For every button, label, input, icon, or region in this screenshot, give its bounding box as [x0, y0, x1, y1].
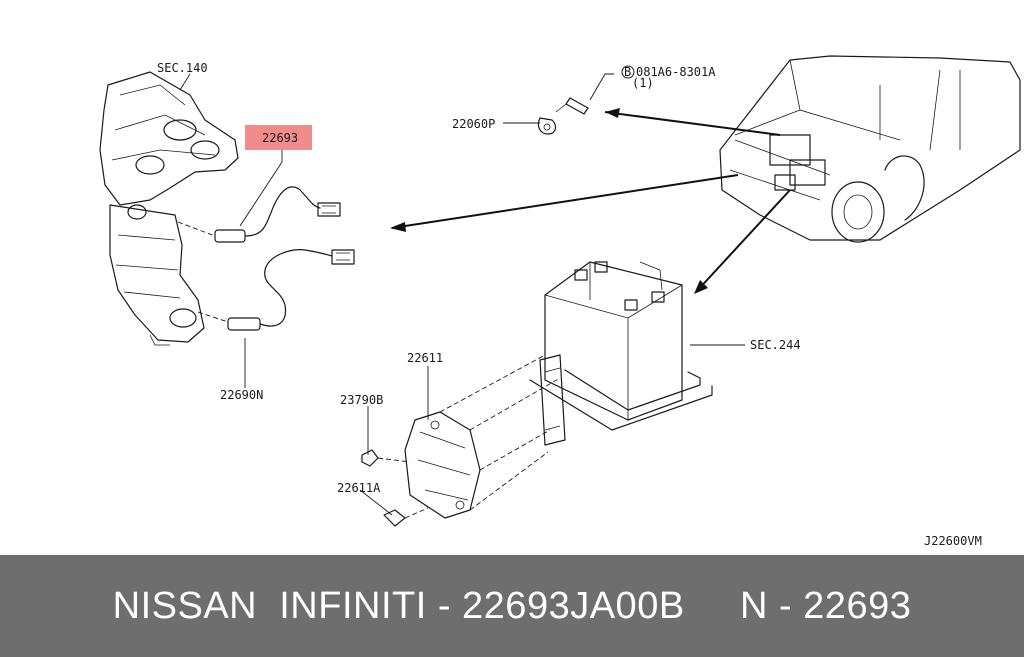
label-part-23790b: 23790B	[340, 393, 383, 407]
vehicle-drawing	[719, 55, 1021, 243]
footer-part-number: NISSAN INFINITI - 22693JA00B N - 22693	[112, 584, 912, 627]
label-bolt-qty: (1)	[632, 76, 654, 90]
label-part-22690n: 22690N	[220, 388, 263, 402]
bolt-ref-circle	[621, 65, 635, 79]
oxygen-sensor-upper	[177, 186, 341, 243]
label-bolt-ref-circle: B	[624, 65, 631, 79]
label-sec244: SEC.244	[750, 338, 801, 352]
label-part-22693: 22693	[262, 131, 298, 145]
pointer-arrows	[390, 108, 791, 294]
bolt-clamp-drawing	[537, 97, 589, 135]
label-bolt-ref: 081A6-8301A	[636, 65, 716, 79]
ecm-drawing	[361, 354, 566, 527]
label-part-22611: 22611	[407, 351, 443, 365]
exhaust-manifold-drawing	[99, 71, 239, 346]
diagram-id: J22600VM	[924, 534, 982, 548]
label-sec140: SEC.140	[157, 61, 208, 75]
part-highlight	[245, 125, 312, 150]
label-part-22611a: 22611A	[337, 481, 381, 495]
label-part-22060p: 22060P	[452, 117, 495, 131]
footer-banner: NISSAN INFINITI - 22693JA00B N - 22693	[0, 555, 1024, 657]
oxygen-sensor-lower	[197, 249, 355, 331]
battery-drawing	[529, 261, 713, 431]
parts-diagram: SEC.140 22693 22690N B 081A6-8301A (1) 2…	[99, 55, 1021, 548]
